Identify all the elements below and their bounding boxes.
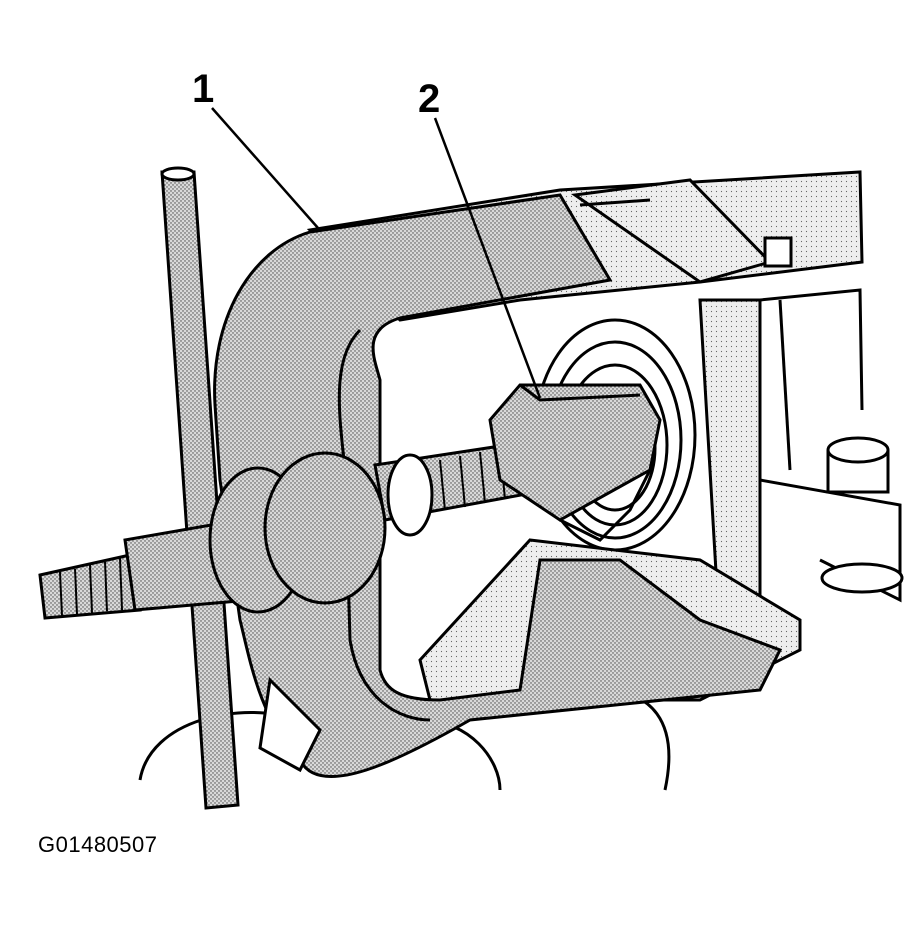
ball-joint-adapter [488,383,662,542]
leader-line-2 [433,117,542,399]
callout-1: 1 [192,67,214,111]
figure-id-label: G01480507 [38,832,158,857]
callout-2: 2 [418,77,440,121]
forcing-screw [38,438,550,620]
leader-line-1 [211,107,319,229]
callout-leaders [211,107,542,399]
